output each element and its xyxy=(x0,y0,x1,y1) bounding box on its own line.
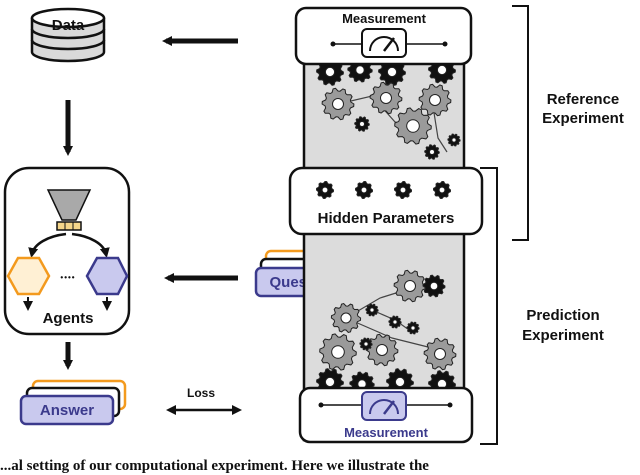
hidden-parameter-gears xyxy=(315,180,452,200)
gear-icon xyxy=(369,81,403,115)
gear-icon xyxy=(388,315,402,329)
bottom-gauge-icon xyxy=(318,391,453,421)
gear-icon xyxy=(321,87,355,121)
agent-hexagon-blue xyxy=(85,256,129,296)
top-gauge-icon xyxy=(330,28,448,58)
prediction-label-line2: Experiment xyxy=(522,327,604,344)
branch-arrow-right xyxy=(71,232,110,258)
reference-label-line2: Experiment xyxy=(542,110,624,127)
gear-icon xyxy=(418,83,452,117)
gear-icon xyxy=(447,133,461,147)
gear-icon xyxy=(422,274,446,298)
gear-icon xyxy=(423,337,457,371)
gear-icon xyxy=(359,337,373,351)
gear-icon xyxy=(354,116,370,132)
database-icon xyxy=(30,7,106,63)
agents-label: Agents xyxy=(43,310,94,327)
gear-icon xyxy=(330,302,362,334)
hidden-gear-icon xyxy=(393,180,413,200)
answer-label: Answer xyxy=(40,402,94,419)
top-measurement-label: Measurement xyxy=(342,11,426,26)
hidden-gear-icon xyxy=(315,180,335,200)
reference-gear-cluster xyxy=(316,56,461,160)
funnel-icon xyxy=(46,189,92,231)
branch-arrow-left xyxy=(28,232,67,258)
bottom-measurement-label: Measurement xyxy=(344,425,428,440)
gear-belt xyxy=(345,317,441,351)
hidden-parameters-label: Hidden Parameters xyxy=(318,210,455,227)
agents-ellipsis: •••• xyxy=(60,273,75,282)
data-label: Data xyxy=(52,17,85,34)
gear-icon xyxy=(394,107,432,145)
reference-bracket xyxy=(512,5,529,241)
gear-icon xyxy=(406,321,420,335)
gear-icon xyxy=(424,144,440,160)
agent-hexagon-orange xyxy=(6,256,51,296)
gear-icon xyxy=(319,333,357,371)
hidden-gear-icon xyxy=(432,180,452,200)
prediction-label-line1: Prediction xyxy=(526,307,599,324)
hidden-gear-icon xyxy=(354,180,374,200)
gear-icon xyxy=(365,303,379,317)
gear-icon xyxy=(393,269,427,303)
hidden-parameters-panel xyxy=(288,166,484,236)
gear-icon xyxy=(316,58,344,86)
answer-card-stack xyxy=(19,379,127,426)
reference-label-line1: Reference xyxy=(547,91,620,108)
loss-label: Loss xyxy=(187,386,215,400)
prediction-bracket xyxy=(480,167,498,445)
caption-fragment: ...al setting of our computational exper… xyxy=(0,458,429,474)
gear-icon xyxy=(365,333,399,367)
